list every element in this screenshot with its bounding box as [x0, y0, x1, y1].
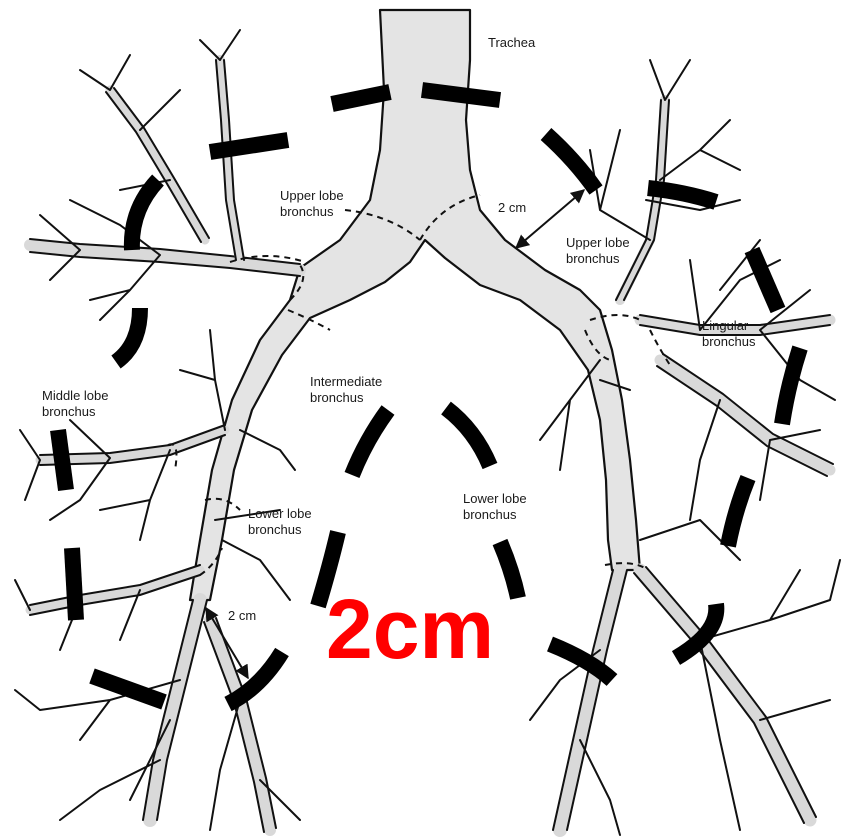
middle-lobe-label-line2: bronchus [42, 404, 96, 419]
boundary-dash [58, 430, 66, 490]
boundary-dash [500, 542, 518, 598]
intermediate-label-line2: bronchus [310, 390, 364, 405]
boundary-dash [446, 408, 490, 466]
right-lower-lobe-label-line2: bronchus [248, 522, 302, 537]
measure-label-lower: 2 cm [228, 608, 256, 623]
boundary-dash [752, 250, 778, 310]
middle-lobe-label-line1: Middle lobe [42, 388, 109, 403]
boundary-dash [332, 92, 390, 104]
lingular-label-line2: bronchus [702, 334, 756, 349]
boundary-dash [132, 180, 158, 250]
airway-tree [15, 10, 840, 835]
measure-label-upper: 2 cm [498, 200, 526, 215]
right-upper-lobe-label-line2: bronchus [280, 204, 334, 219]
boundary-dash [116, 308, 140, 362]
boundary-dash [352, 410, 388, 475]
left-lower-lobe-label-line1: Lower lobe [463, 491, 527, 506]
left-upper-lobe-label-line1: Upper lobe [566, 235, 630, 250]
trachea-label: Trachea [488, 35, 536, 50]
right-lower-lobe-label-line1: Lower lobe [248, 506, 312, 521]
intermediate-label-line1: Intermediate [310, 374, 382, 389]
left-upper-lobe-label-line2: bronchus [566, 251, 620, 266]
left-lower-lobe-label-line2: bronchus [463, 507, 517, 522]
boundary-dash [422, 90, 500, 100]
boundary-dash [546, 134, 596, 190]
lingular-label-line1: Lingular [702, 318, 749, 333]
big-2cm-annotation: 2cm [326, 582, 494, 676]
right-upper-lobe-label-line1: Upper lobe [280, 188, 344, 203]
boundary-dash [72, 548, 76, 620]
boundary-dash [728, 478, 748, 546]
boundary-dash [92, 676, 164, 702]
